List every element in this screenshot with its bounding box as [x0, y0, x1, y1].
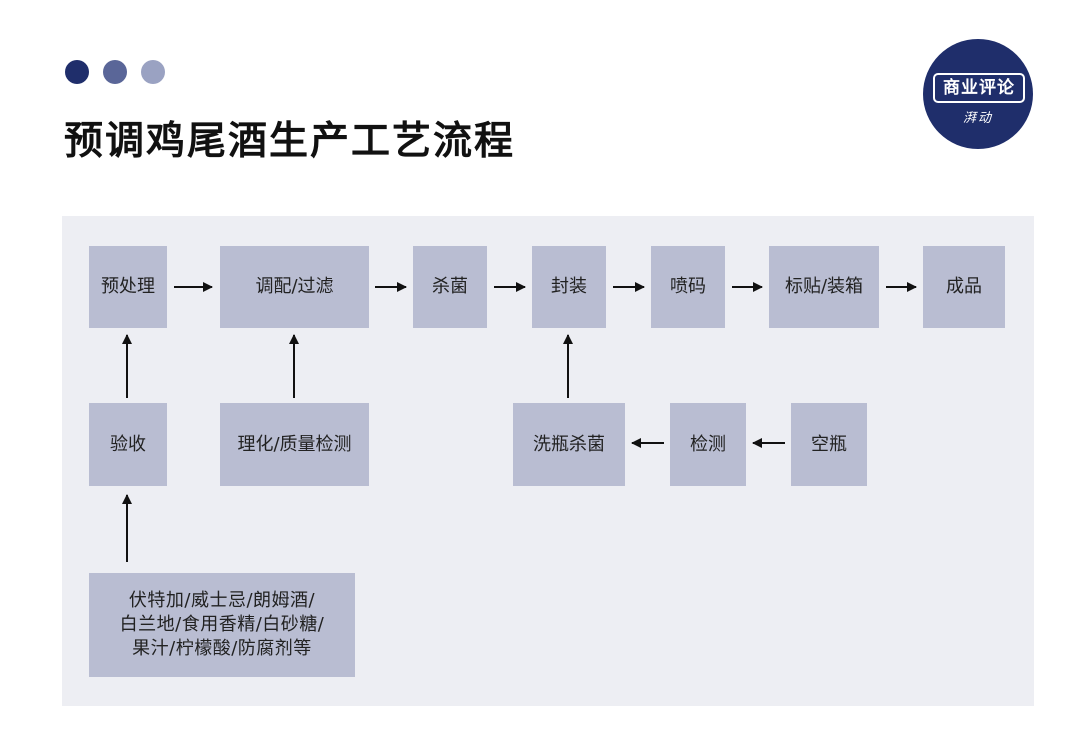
brand-logo: 商业评论 湃动	[923, 39, 1033, 149]
node-blend-filter: 调配/过滤	[220, 246, 369, 328]
logo-sub-text: 湃动	[962, 111, 993, 126]
node-code-print: 喷码	[651, 246, 725, 328]
node-empty-bottle: 空瓶	[791, 403, 867, 486]
indicator-dot-dark	[65, 60, 89, 84]
node-accept: 验收	[89, 403, 167, 486]
node-label-pack: 标贴/装箱	[769, 246, 879, 328]
page-title: 预调鸡尾酒生产工艺流程	[64, 119, 516, 164]
indicator-dot-mid	[103, 60, 127, 84]
node-pretreat: 预处理	[89, 246, 167, 328]
node-wash-sterilize: 洗瓶杀菌	[513, 403, 625, 486]
node-seal: 封装	[532, 246, 606, 328]
indicator-dot-light	[141, 60, 165, 84]
logo-main-text: 商业评论	[933, 73, 1025, 103]
node-ingredients: 伏特加/威士忌/朗姆酒/ 白兰地/食用香精/白砂糖/ 果汁/柠檬酸/防腐剂等	[89, 573, 355, 677]
node-inspect: 检测	[670, 403, 746, 486]
node-sterilize: 杀菌	[413, 246, 487, 328]
node-product: 成品	[923, 246, 1005, 328]
node-qc: 理化/质量检测	[220, 403, 369, 486]
